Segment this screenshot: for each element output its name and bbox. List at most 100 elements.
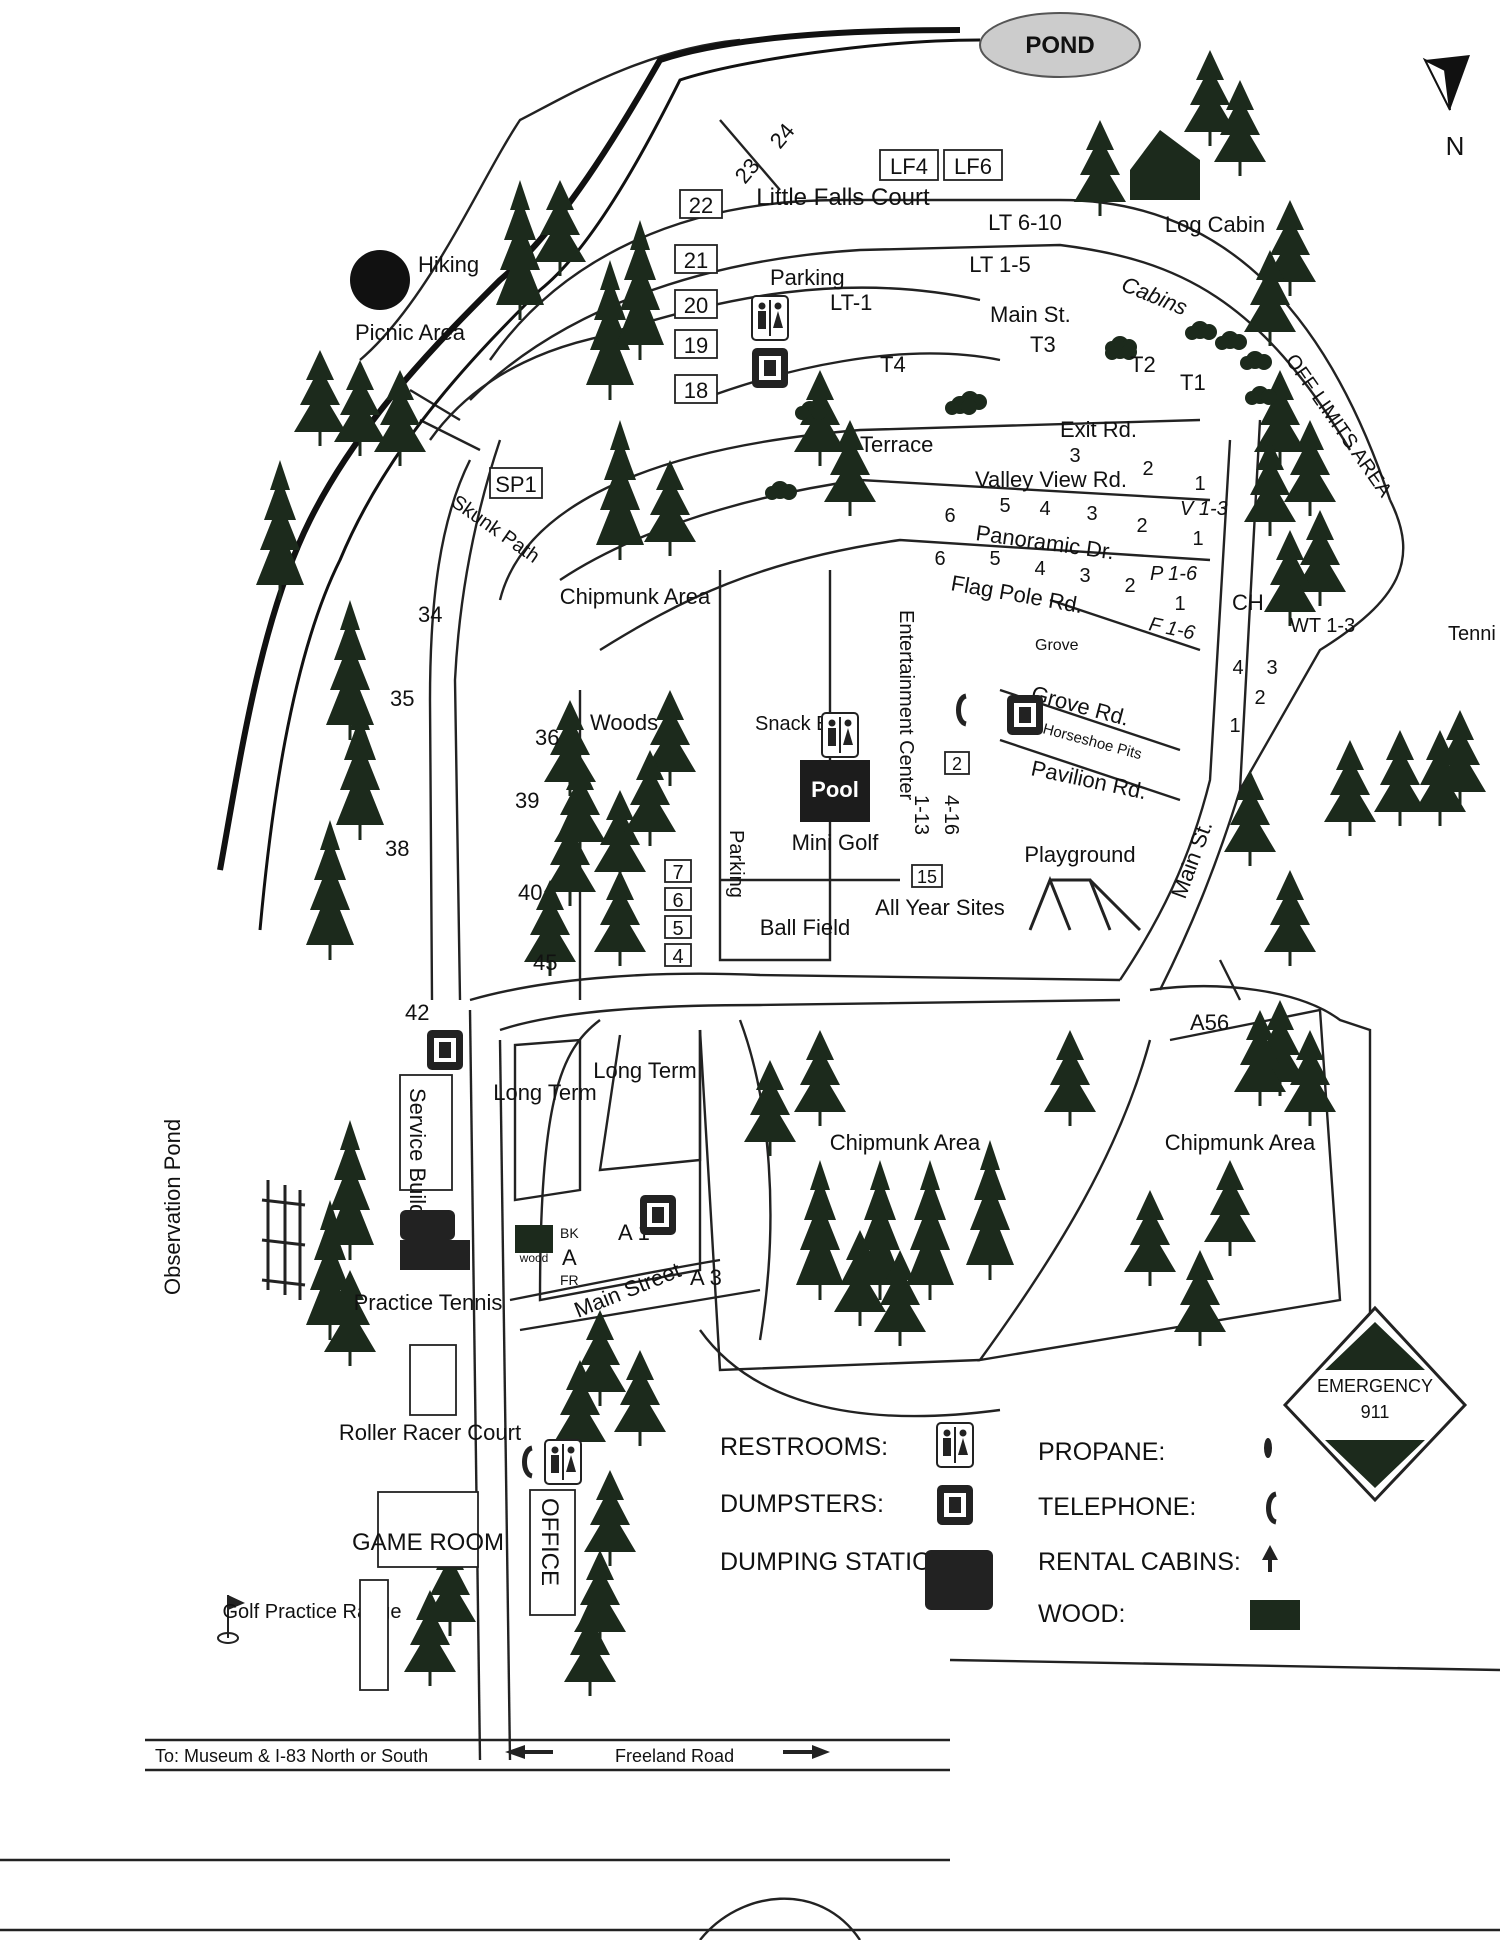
dumpster-icon	[752, 348, 788, 388]
a3-label: A 3	[690, 1265, 722, 1290]
propane-icon	[1264, 1438, 1272, 1458]
site-42[interactable]: 42	[405, 1000, 429, 1025]
telephone-icon	[959, 696, 967, 724]
chipmunk-mid-label: Chipmunk Area	[830, 1130, 981, 1155]
site-sp1[interactable]: SP1	[495, 472, 537, 497]
pond-label: POND	[1025, 32, 1094, 59]
legend-dumping: DUMPING STATION:	[720, 1548, 957, 1576]
site-24[interactable]: 24	[765, 118, 800, 153]
site-19[interactable]: 19	[684, 333, 708, 358]
wood-icon	[515, 1225, 553, 1253]
site-38[interactable]: 38	[385, 836, 409, 861]
site-w4[interactable]: 4	[672, 946, 683, 968]
site-p5[interactable]: 5	[989, 548, 1000, 570]
site-35[interactable]: 35	[390, 686, 414, 711]
telephone-icon	[1269, 1494, 1277, 1522]
site-34[interactable]: 34	[418, 602, 442, 627]
exit-rd-label: Exit Rd.	[1060, 417, 1137, 442]
site-22[interactable]: 22	[689, 193, 713, 218]
mini-golf-label: Mini Golf	[792, 830, 880, 855]
site-lf4[interactable]: LF4	[890, 154, 928, 179]
observation-pond-label: Observation Pond	[160, 1119, 185, 1295]
flag-pole-label: Flag Pole Rd.	[949, 570, 1085, 618]
emergency-number: 911	[1361, 1402, 1390, 1422]
parking-mid-label: Parking	[725, 830, 747, 898]
site-exit-3[interactable]: 3	[1069, 445, 1080, 467]
site-v1[interactable]: 1	[1192, 528, 1203, 550]
compass-label: N	[1446, 131, 1465, 161]
wood-small-label: wood	[519, 1251, 549, 1265]
site-p6[interactable]: 6	[934, 548, 945, 570]
site-w5[interactable]: 5	[672, 918, 683, 940]
legend-dumpsters: DUMPSTERS:	[720, 1490, 884, 1518]
site-v3[interactable]: 3	[1086, 503, 1097, 525]
cabins-label: Cabins	[1118, 271, 1191, 320]
left-column-sites: 22 21 20 19 18	[674, 189, 723, 404]
a56-label: A56	[1190, 1010, 1229, 1035]
playground-icon	[1028, 875, 1142, 932]
game-room-label: GAME ROOM	[352, 1529, 504, 1556]
site-all-year-15[interactable]: 15	[917, 867, 937, 887]
main-st-top-label: Main St.	[990, 302, 1071, 327]
site-wt2[interactable]: 2	[1254, 687, 1265, 709]
freeland-right-label: Freeland Road	[615, 1746, 734, 1766]
golf-label: Golf Practice Range	[223, 1601, 402, 1623]
site-t1[interactable]: T1	[1180, 370, 1206, 395]
site-p4[interactable]: 4	[1034, 558, 1045, 580]
site-18[interactable]: 18	[684, 378, 708, 403]
site-v5[interactable]: 5	[999, 495, 1010, 517]
site-p3[interactable]: 3	[1079, 565, 1090, 587]
site-36[interactable]: 36	[535, 725, 559, 750]
terrace-label: Terrace	[860, 432, 933, 457]
lt-upper-label: LT 6-10	[988, 210, 1062, 235]
valley-view-sites: 6 5 4 3 2 1	[944, 495, 1203, 550]
site-lf6[interactable]: LF6	[954, 154, 992, 179]
office-label: OFFICE	[536, 1498, 563, 1586]
wt-label: WT 1-3	[1290, 615, 1355, 637]
site-all-year-2[interactable]: 2	[952, 754, 962, 774]
site-w6[interactable]: 6	[672, 890, 683, 912]
site-t2[interactable]: T2	[1130, 352, 1156, 377]
site-exit-2[interactable]: 2	[1142, 458, 1153, 480]
dumping-station-icon	[400, 1210, 470, 1270]
site-w7[interactable]: 7	[672, 862, 683, 884]
pond	[979, 12, 1141, 78]
site-v4[interactable]: 4	[1039, 498, 1050, 520]
grove-label: Grove	[1035, 637, 1079, 654]
site-wt4[interactable]: 4	[1232, 657, 1243, 679]
site-39[interactable]: 39	[515, 788, 539, 813]
site-t3[interactable]: T3	[1030, 332, 1056, 357]
wt-sites: 4 3 2 1	[1229, 657, 1277, 737]
site-v6[interactable]: 6	[944, 505, 955, 527]
site-40[interactable]: 40	[518, 880, 542, 905]
restroom-icon	[751, 295, 789, 341]
site-45[interactable]: 45	[533, 950, 557, 975]
dumping-station-icon	[925, 1550, 993, 1610]
site-20[interactable]: 20	[684, 293, 708, 318]
legend-restrooms: RESTROOMS:	[720, 1433, 888, 1461]
site-p1[interactable]: 1	[1174, 593, 1185, 615]
site-23[interactable]: 23	[730, 153, 765, 188]
practice-tennis-label: Practice Tennis	[354, 1290, 503, 1315]
site-t4[interactable]: T4	[880, 352, 906, 377]
emergency-sign	[1282, 1305, 1468, 1503]
site-v2[interactable]: 2	[1136, 515, 1147, 537]
site-p2[interactable]: 2	[1124, 575, 1135, 597]
site-wt1[interactable]: 1	[1229, 715, 1240, 737]
legend-rental: RENTAL CABINS:	[1038, 1548, 1241, 1576]
site-21[interactable]: 21	[684, 248, 708, 273]
site-exit-1[interactable]: 1	[1194, 473, 1205, 495]
legend-wood: WOOD:	[1038, 1600, 1126, 1628]
panoramic-range: P 1-6	[1150, 563, 1198, 585]
horseshoe-label: Horseshoe Pits	[1041, 720, 1144, 763]
pool-block	[800, 760, 870, 822]
skunk-path-label: Skunk Path	[447, 491, 543, 568]
site-wt3[interactable]: 3	[1266, 657, 1277, 679]
chipmunk-top-label: Chipmunk Area	[560, 584, 711, 609]
pavilion-rd-label: Pavilion Rd.	[1029, 755, 1149, 804]
tennis-label: Tenni	[1448, 623, 1496, 645]
hiking-label: Hiking	[418, 252, 479, 277]
fence-icon	[261, 1180, 306, 1300]
woods-label: Woods	[590, 710, 658, 735]
